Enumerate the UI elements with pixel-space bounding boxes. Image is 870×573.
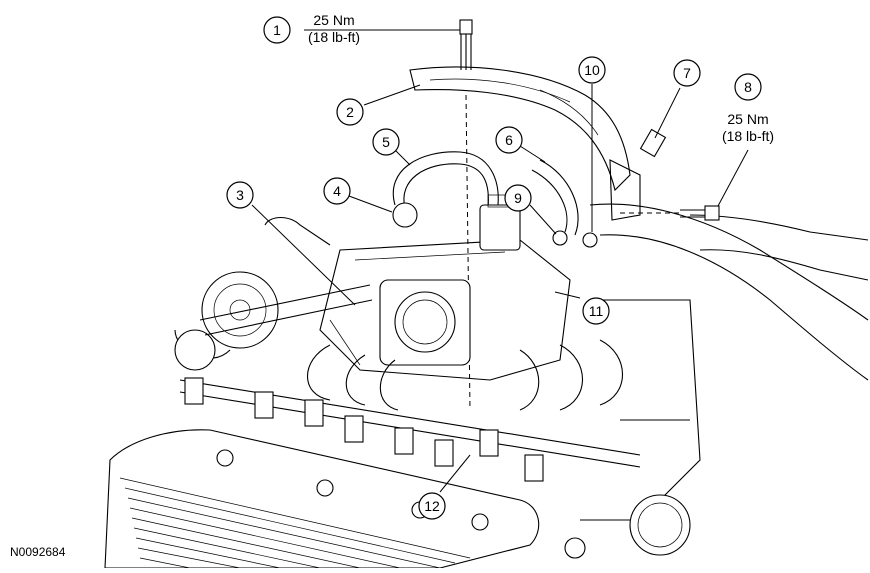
svg-text:12: 12	[424, 498, 440, 514]
figure-id: N0092684	[10, 545, 66, 559]
callout-3: 3	[226, 181, 254, 209]
callout-12: 12	[418, 492, 446, 520]
svg-text:6: 6	[505, 132, 513, 148]
callout-7: 7	[673, 59, 701, 87]
svg-text:9: 9	[514, 190, 522, 206]
svg-text:10: 10	[584, 62, 600, 78]
callout-5: 5	[372, 128, 400, 156]
callout-1: 1	[263, 16, 291, 44]
engine-artwork	[104, 19, 869, 569]
svg-text:4: 4	[333, 183, 341, 199]
svg-text:11: 11	[589, 303, 604, 319]
callout-9: 9	[504, 184, 532, 212]
svg-text:25 Nm: 25 Nm	[727, 111, 768, 127]
svg-text:7: 7	[683, 65, 691, 81]
torque-spec-1: 25 Nm (18 lb-ft)	[308, 12, 360, 45]
callout-10: 10	[578, 56, 606, 84]
svg-text:25 Nm: 25 Nm	[313, 12, 354, 28]
svg-text:5: 5	[382, 134, 390, 150]
callout-11: 11	[582, 297, 610, 325]
svg-text:3: 3	[236, 187, 244, 203]
svg-text:(18 lb-ft): (18 lb-ft)	[308, 29, 360, 45]
callout-4: 4	[323, 177, 351, 205]
svg-text:8: 8	[744, 79, 752, 95]
leader-lines	[251, 29, 749, 493]
torque-spec-8: 25 Nm (18 lb-ft)	[722, 111, 774, 144]
svg-text:(18 lb-ft): (18 lb-ft)	[722, 128, 774, 144]
callout-8: 8	[734, 73, 762, 101]
svg-text:1: 1	[273, 22, 281, 38]
callout-2: 2	[336, 98, 364, 126]
callout-6: 6	[495, 126, 523, 154]
svg-text:2: 2	[346, 104, 354, 120]
